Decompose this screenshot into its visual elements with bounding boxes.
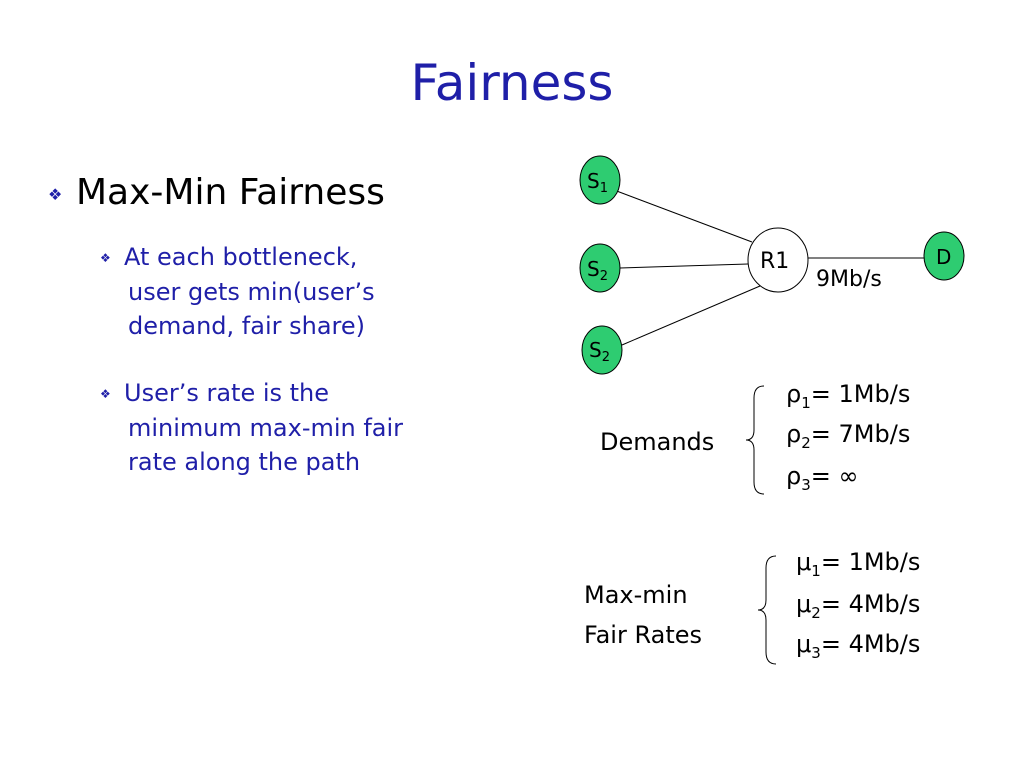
node-r1-label: R1 (760, 249, 789, 274)
node-s3-label: S2 (589, 338, 610, 365)
sub-bullet-2: ❖ User’s rate is the minimum max-min fair… (100, 376, 490, 479)
sub-bullet-1: ❖ At each bottleneck, user gets min(user’… (100, 240, 490, 343)
main-bullet-text: Max-Min Fairness (76, 172, 385, 213)
sub-bullet-2-line-3: rate along the path (128, 448, 361, 476)
link-s1-r1 (613, 189, 753, 243)
node-s2-label: S2 (587, 257, 608, 284)
demand-item-3: ρ3= ∞ (786, 462, 859, 494)
mu-symbol: μ (796, 548, 812, 576)
node-d-label: D (936, 245, 951, 269)
link-s3-r1 (621, 285, 761, 346)
demand-item-1: ρ1= 1Mb/s (786, 380, 911, 412)
sub-bullet-1-line-1: At each bottleneck, (124, 243, 358, 271)
rates-label: Max-min Fair Rates (584, 575, 702, 655)
rho-symbol: ρ (786, 420, 802, 448)
sub-bullet-2-line-1: User’s rate is the (124, 379, 330, 407)
rates-label-line-1: Max-min (584, 581, 688, 609)
sub-bullet-1-line-3: demand, fair share) (128, 312, 365, 340)
rho-symbol: ρ (786, 380, 802, 408)
node-s3 (581, 325, 623, 375)
rho-symbol: ρ (786, 462, 802, 490)
node-s1-label: S1 (587, 169, 608, 196)
node-d (923, 231, 965, 281)
diamond-bullet-icon: ❖ (100, 387, 111, 401)
rate-item-3: μ3= 4Mb/s (796, 630, 921, 662)
link-s2-r1 (619, 263, 749, 269)
mu-symbol: μ (796, 590, 812, 618)
link-capacity-label: 9Mb/s (816, 267, 882, 292)
demand-item-2: ρ2= 7Mb/s (786, 420, 911, 452)
rates-brace (757, 555, 777, 665)
slide-title: Fairness (410, 54, 614, 112)
main-bullet: ❖ Max-Min Fairness (48, 172, 385, 213)
node-s2 (579, 243, 621, 293)
rates-label-line-2: Fair Rates (584, 621, 703, 649)
diamond-bullet-icon: ❖ (48, 184, 63, 204)
demands-label: Demands (600, 428, 715, 456)
mu-symbol: μ (796, 630, 812, 658)
node-s1 (579, 155, 621, 205)
rate-item-1: μ1= 1Mb/s (796, 548, 921, 580)
diamond-bullet-icon: ❖ (100, 251, 111, 265)
node-r1 (747, 227, 809, 293)
rate-item-2: μ2= 4Mb/s (796, 590, 921, 622)
demands-brace (745, 385, 765, 495)
sub-bullet-1-line-2: user gets min(user’s (128, 278, 375, 306)
sub-bullet-2-line-2: minimum max-min fair (128, 414, 404, 442)
